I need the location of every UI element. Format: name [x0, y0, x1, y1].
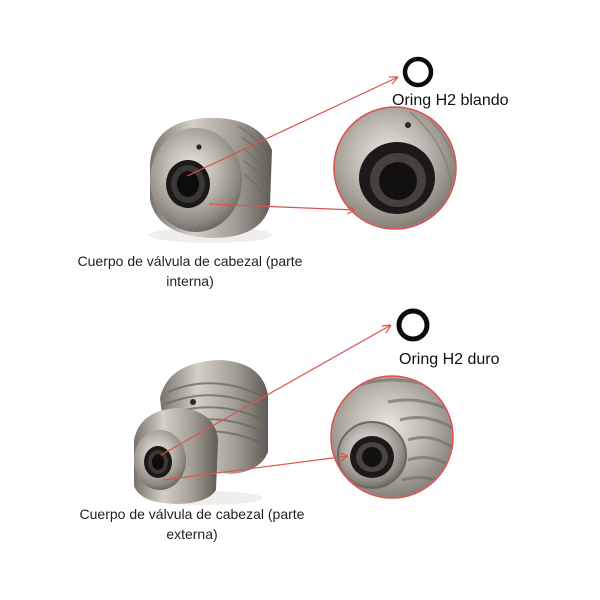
caption-line: externa): [166, 526, 218, 542]
oring-icon: [402, 56, 434, 88]
oring-label: Oring H2 duro: [399, 351, 500, 368]
caption-line: interna): [166, 273, 214, 289]
caption-line: Cuerpo de válvula de cabezal (parte: [79, 506, 305, 522]
pointer-arrow: [160, 324, 392, 481]
caption-line: Cuerpo de válvula de cabezal (parte: [77, 253, 303, 269]
oring-label: Oring H2 blando: [392, 92, 509, 109]
pointer-arrow: [186, 76, 399, 215]
caption: Cuerpo de válvula de cabezal (parte exte…: [42, 504, 342, 544]
oring-icon: [396, 308, 430, 342]
magnified-detail-icon: [330, 375, 454, 499]
magnified-detail-icon: [333, 106, 457, 230]
valve-body-outer-icon: [134, 360, 269, 505]
caption: Cuerpo de válvula de cabezal (parte inte…: [40, 251, 340, 291]
valve-body-inner-icon: [149, 117, 273, 243]
